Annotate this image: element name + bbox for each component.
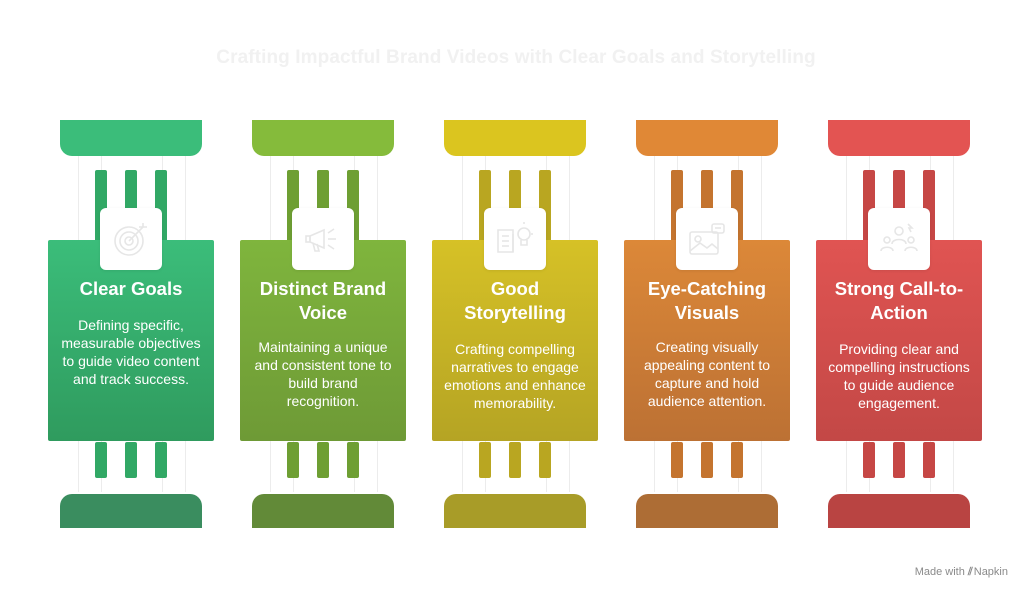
pillar-title: Clear Goals bbox=[79, 278, 183, 299]
made-with-napkin-watermark: Made with⫽Napkin bbox=[915, 566, 1008, 579]
napkin-logo-icon: ⫽ bbox=[967, 566, 973, 578]
pillar-base bbox=[828, 494, 970, 528]
image-icon bbox=[676, 208, 738, 270]
pillar-cap bbox=[636, 120, 778, 156]
pillar-cap bbox=[60, 120, 202, 156]
pillar-base bbox=[252, 494, 394, 528]
pillar-title: Eye-Catching Visuals bbox=[647, 278, 767, 323]
pillar-card: Distinct Brand Voice Maintaining a uniqu… bbox=[240, 240, 406, 441]
pillar-good-storytelling: Good Storytelling Crafting compelling na… bbox=[432, 120, 600, 528]
pillar-cap bbox=[444, 120, 586, 156]
pillar-card: Strong Call-to-Action Providing clear an… bbox=[816, 240, 982, 441]
pillar-card: Clear Goals Defining specific, measurabl… bbox=[48, 240, 214, 441]
book-lightbulb-icon bbox=[484, 208, 546, 270]
pillar-base bbox=[636, 494, 778, 528]
pillar-description: Creating visually appealing content to c… bbox=[643, 339, 771, 409]
pillar-strong-call-to-action: Strong Call-to-Action Providing clear an… bbox=[816, 120, 984, 528]
pillar-title: Distinct Brand Voice bbox=[259, 278, 387, 323]
audience-icon bbox=[868, 208, 930, 270]
footer-brand: Napkin bbox=[973, 566, 1008, 578]
pillar-cap bbox=[828, 120, 970, 156]
pillar-cap bbox=[252, 120, 394, 156]
footer-prefix: Made with bbox=[914, 566, 965, 578]
pillar-distinct-brand-voice: Distinct Brand Voice Maintaining a uniqu… bbox=[240, 120, 408, 528]
pillar-description: Defining specific, measurable objectives… bbox=[61, 317, 201, 387]
pillar-title: Strong Call-to-Action bbox=[834, 278, 964, 323]
pillar-clear-goals: Clear Goals Defining specific, measurabl… bbox=[48, 120, 216, 528]
pillar-card: Eye-Catching Visuals Creating visually a… bbox=[624, 240, 790, 441]
target-icon bbox=[100, 208, 162, 270]
megaphone-icon bbox=[292, 208, 354, 270]
pillar-title: Good Storytelling bbox=[464, 278, 566, 323]
pillar-base bbox=[444, 494, 586, 528]
diagram-title: Crafting Impactful Brand Videos with Cle… bbox=[216, 47, 816, 68]
pillar-description: Providing clear and compelling instructi… bbox=[828, 341, 970, 411]
pillar-description: Maintaining a unique and consistent tone… bbox=[254, 339, 392, 409]
pillar-card: Good Storytelling Crafting compelling na… bbox=[432, 240, 598, 441]
pillar-eye-catching-visuals: Eye-Catching Visuals Creating visually a… bbox=[624, 120, 792, 528]
pillar-base bbox=[60, 494, 202, 528]
pillar-description: Crafting compelling narratives to engage… bbox=[444, 341, 586, 411]
